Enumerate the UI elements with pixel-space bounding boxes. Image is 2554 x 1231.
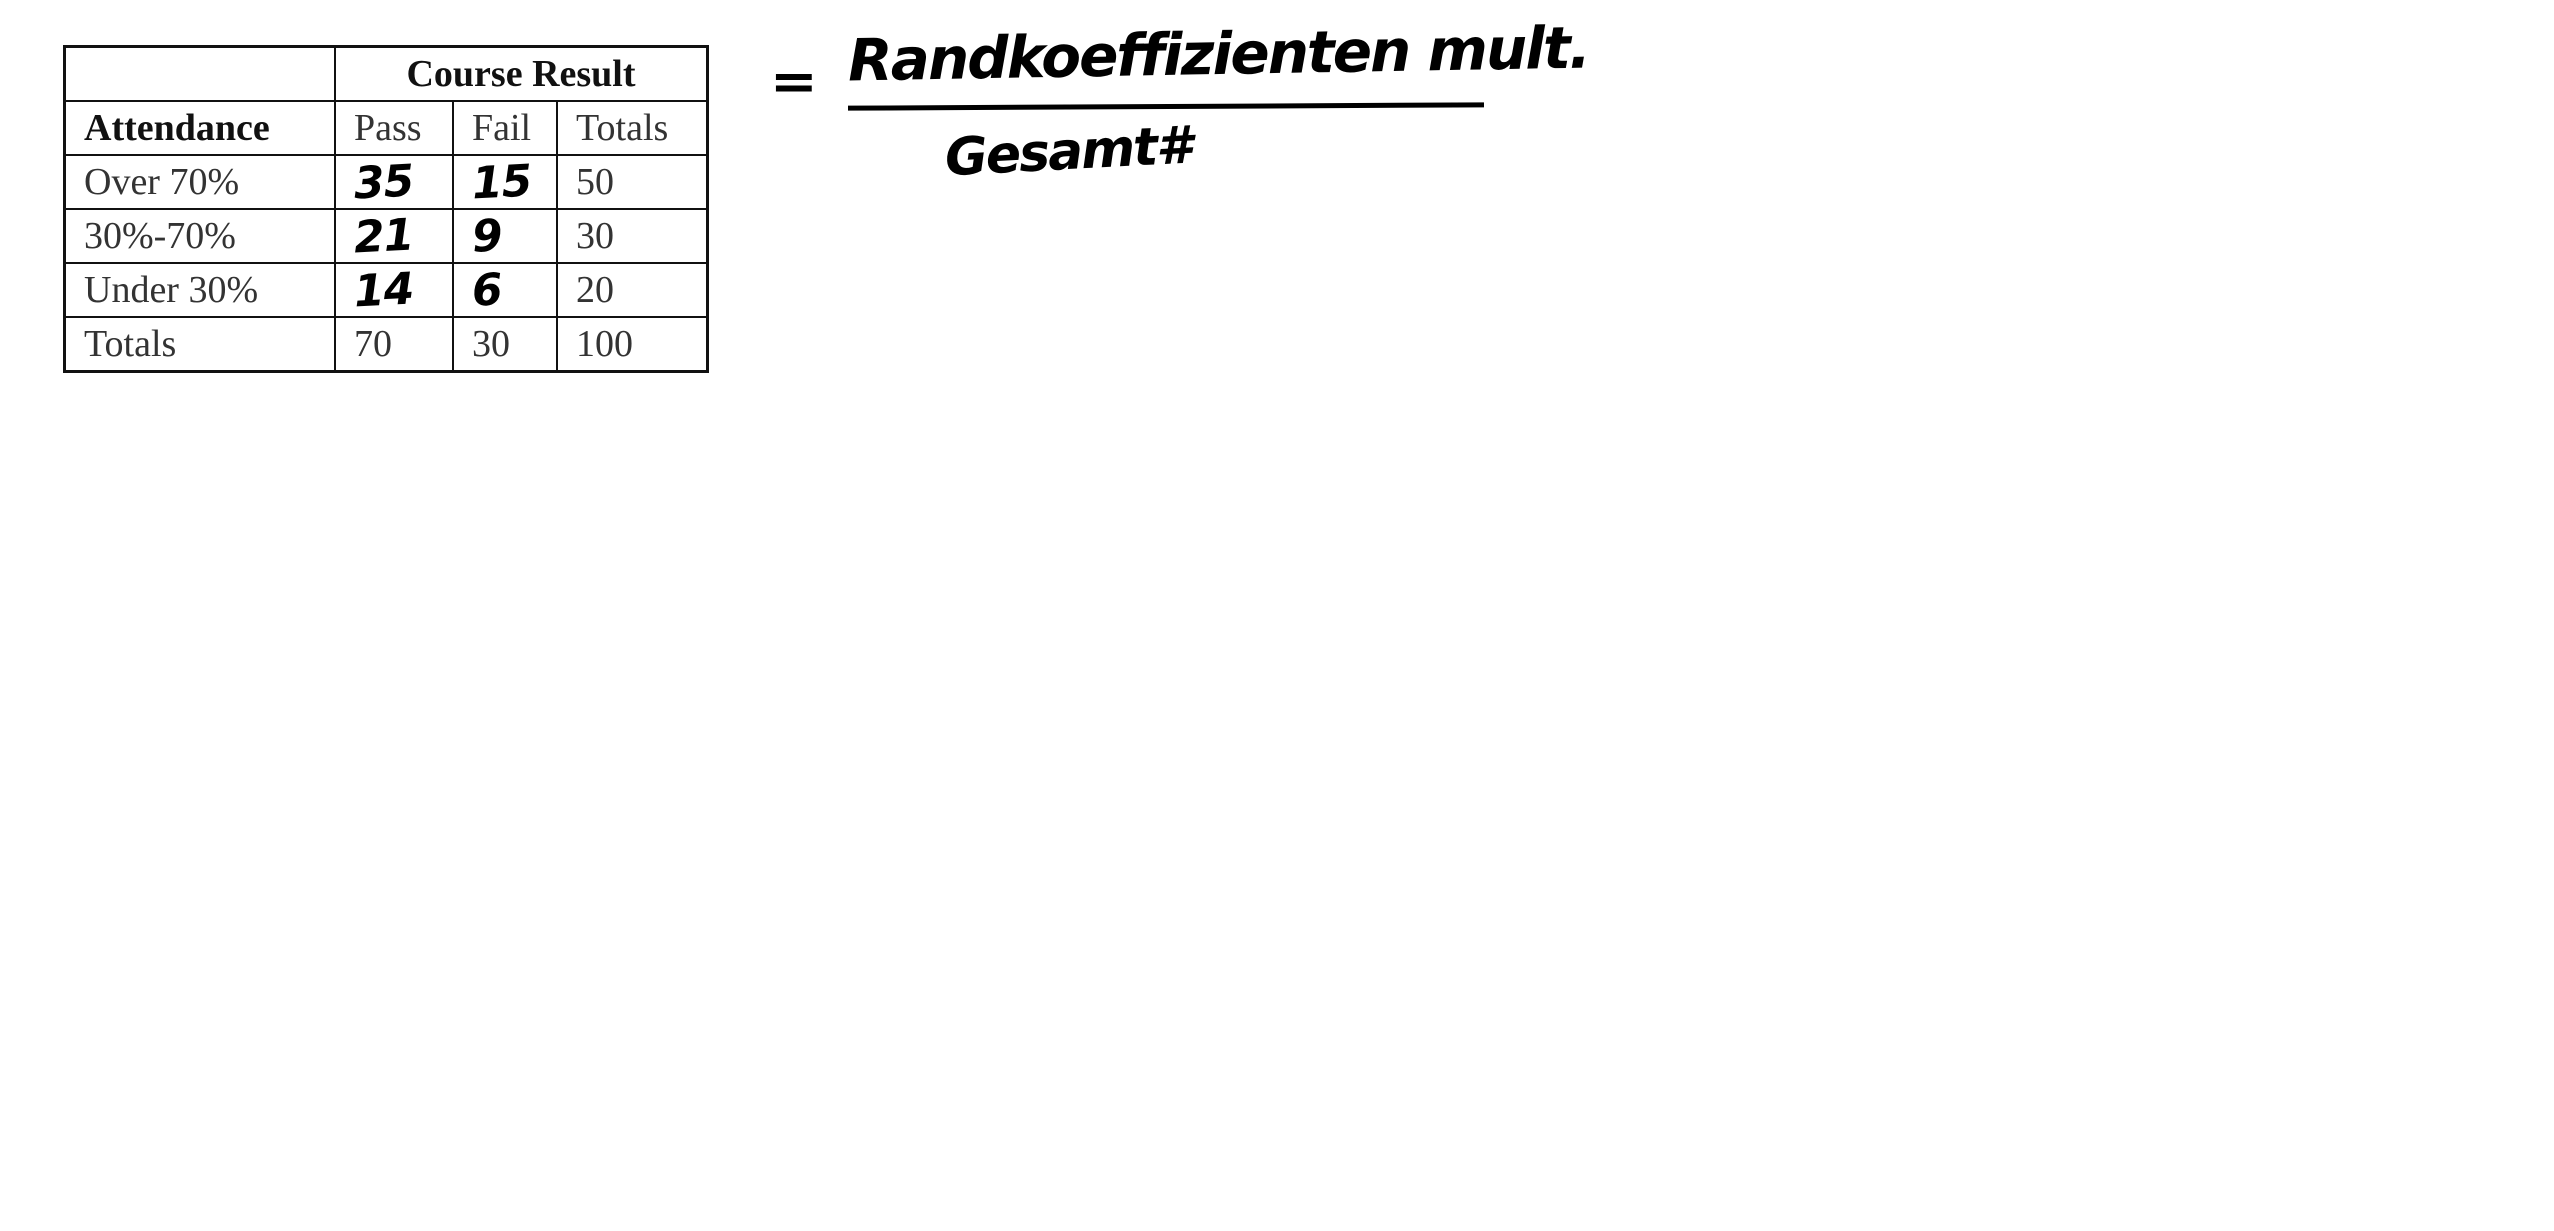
handwritten-value: 21 <box>352 208 415 264</box>
fail-cell: 6 <box>452 262 558 318</box>
total-cell: 20 <box>556 262 709 318</box>
attendance-header: Attendance <box>63 100 336 156</box>
fail-column-header: Fail <box>452 100 558 156</box>
empty-corner-cell <box>63 45 336 102</box>
table-row: 30%-70% 21 9 30 <box>63 208 709 264</box>
total-cell: 50 <box>556 154 709 210</box>
handwritten-value: 14 <box>352 262 415 318</box>
fail-total-cell: 30 <box>452 316 558 373</box>
handwritten-value: 35 <box>352 154 415 210</box>
pass-cell: 35 <box>334 154 454 210</box>
totals-column-header: Totals <box>556 100 709 156</box>
row-label: Under 30% <box>63 262 336 318</box>
handwritten-value: 9 <box>470 209 503 263</box>
row-label: 30%-70% <box>63 208 336 264</box>
table-row: Over 70% 35 15 50 <box>63 154 709 210</box>
grand-total-cell: 100 <box>556 316 709 373</box>
pass-total-cell: 70 <box>334 316 454 373</box>
course-result-header: Course Result <box>334 45 709 102</box>
fail-cell: 15 <box>452 154 558 210</box>
pass-cell: 14 <box>334 262 454 318</box>
table-row: Under 30% 14 6 20 <box>63 262 709 318</box>
contingency-table: Course Result Attendance Pass Fail Total… <box>63 45 709 373</box>
formula-numerator: Randkoeffizienten mult. <box>847 13 1590 95</box>
table-header-row-1: Course Result <box>63 45 709 102</box>
fail-cell: 9 <box>452 208 558 264</box>
total-cell: 30 <box>556 208 709 264</box>
table-header-row-2: Attendance Pass Fail Totals <box>63 100 709 156</box>
row-label: Over 70% <box>63 154 336 210</box>
fraction-bar <box>847 102 1485 111</box>
pass-column-header: Pass <box>334 100 454 156</box>
equals-sign: = <box>769 52 818 112</box>
formula-denominator: Gesamt# <box>943 115 1192 189</box>
pass-cell: 21 <box>334 208 454 264</box>
row-label: Totals <box>63 316 336 373</box>
totals-row: Totals 70 30 100 <box>63 316 709 373</box>
handwritten-value: 15 <box>470 154 533 210</box>
handwritten-value: 6 <box>470 263 503 317</box>
